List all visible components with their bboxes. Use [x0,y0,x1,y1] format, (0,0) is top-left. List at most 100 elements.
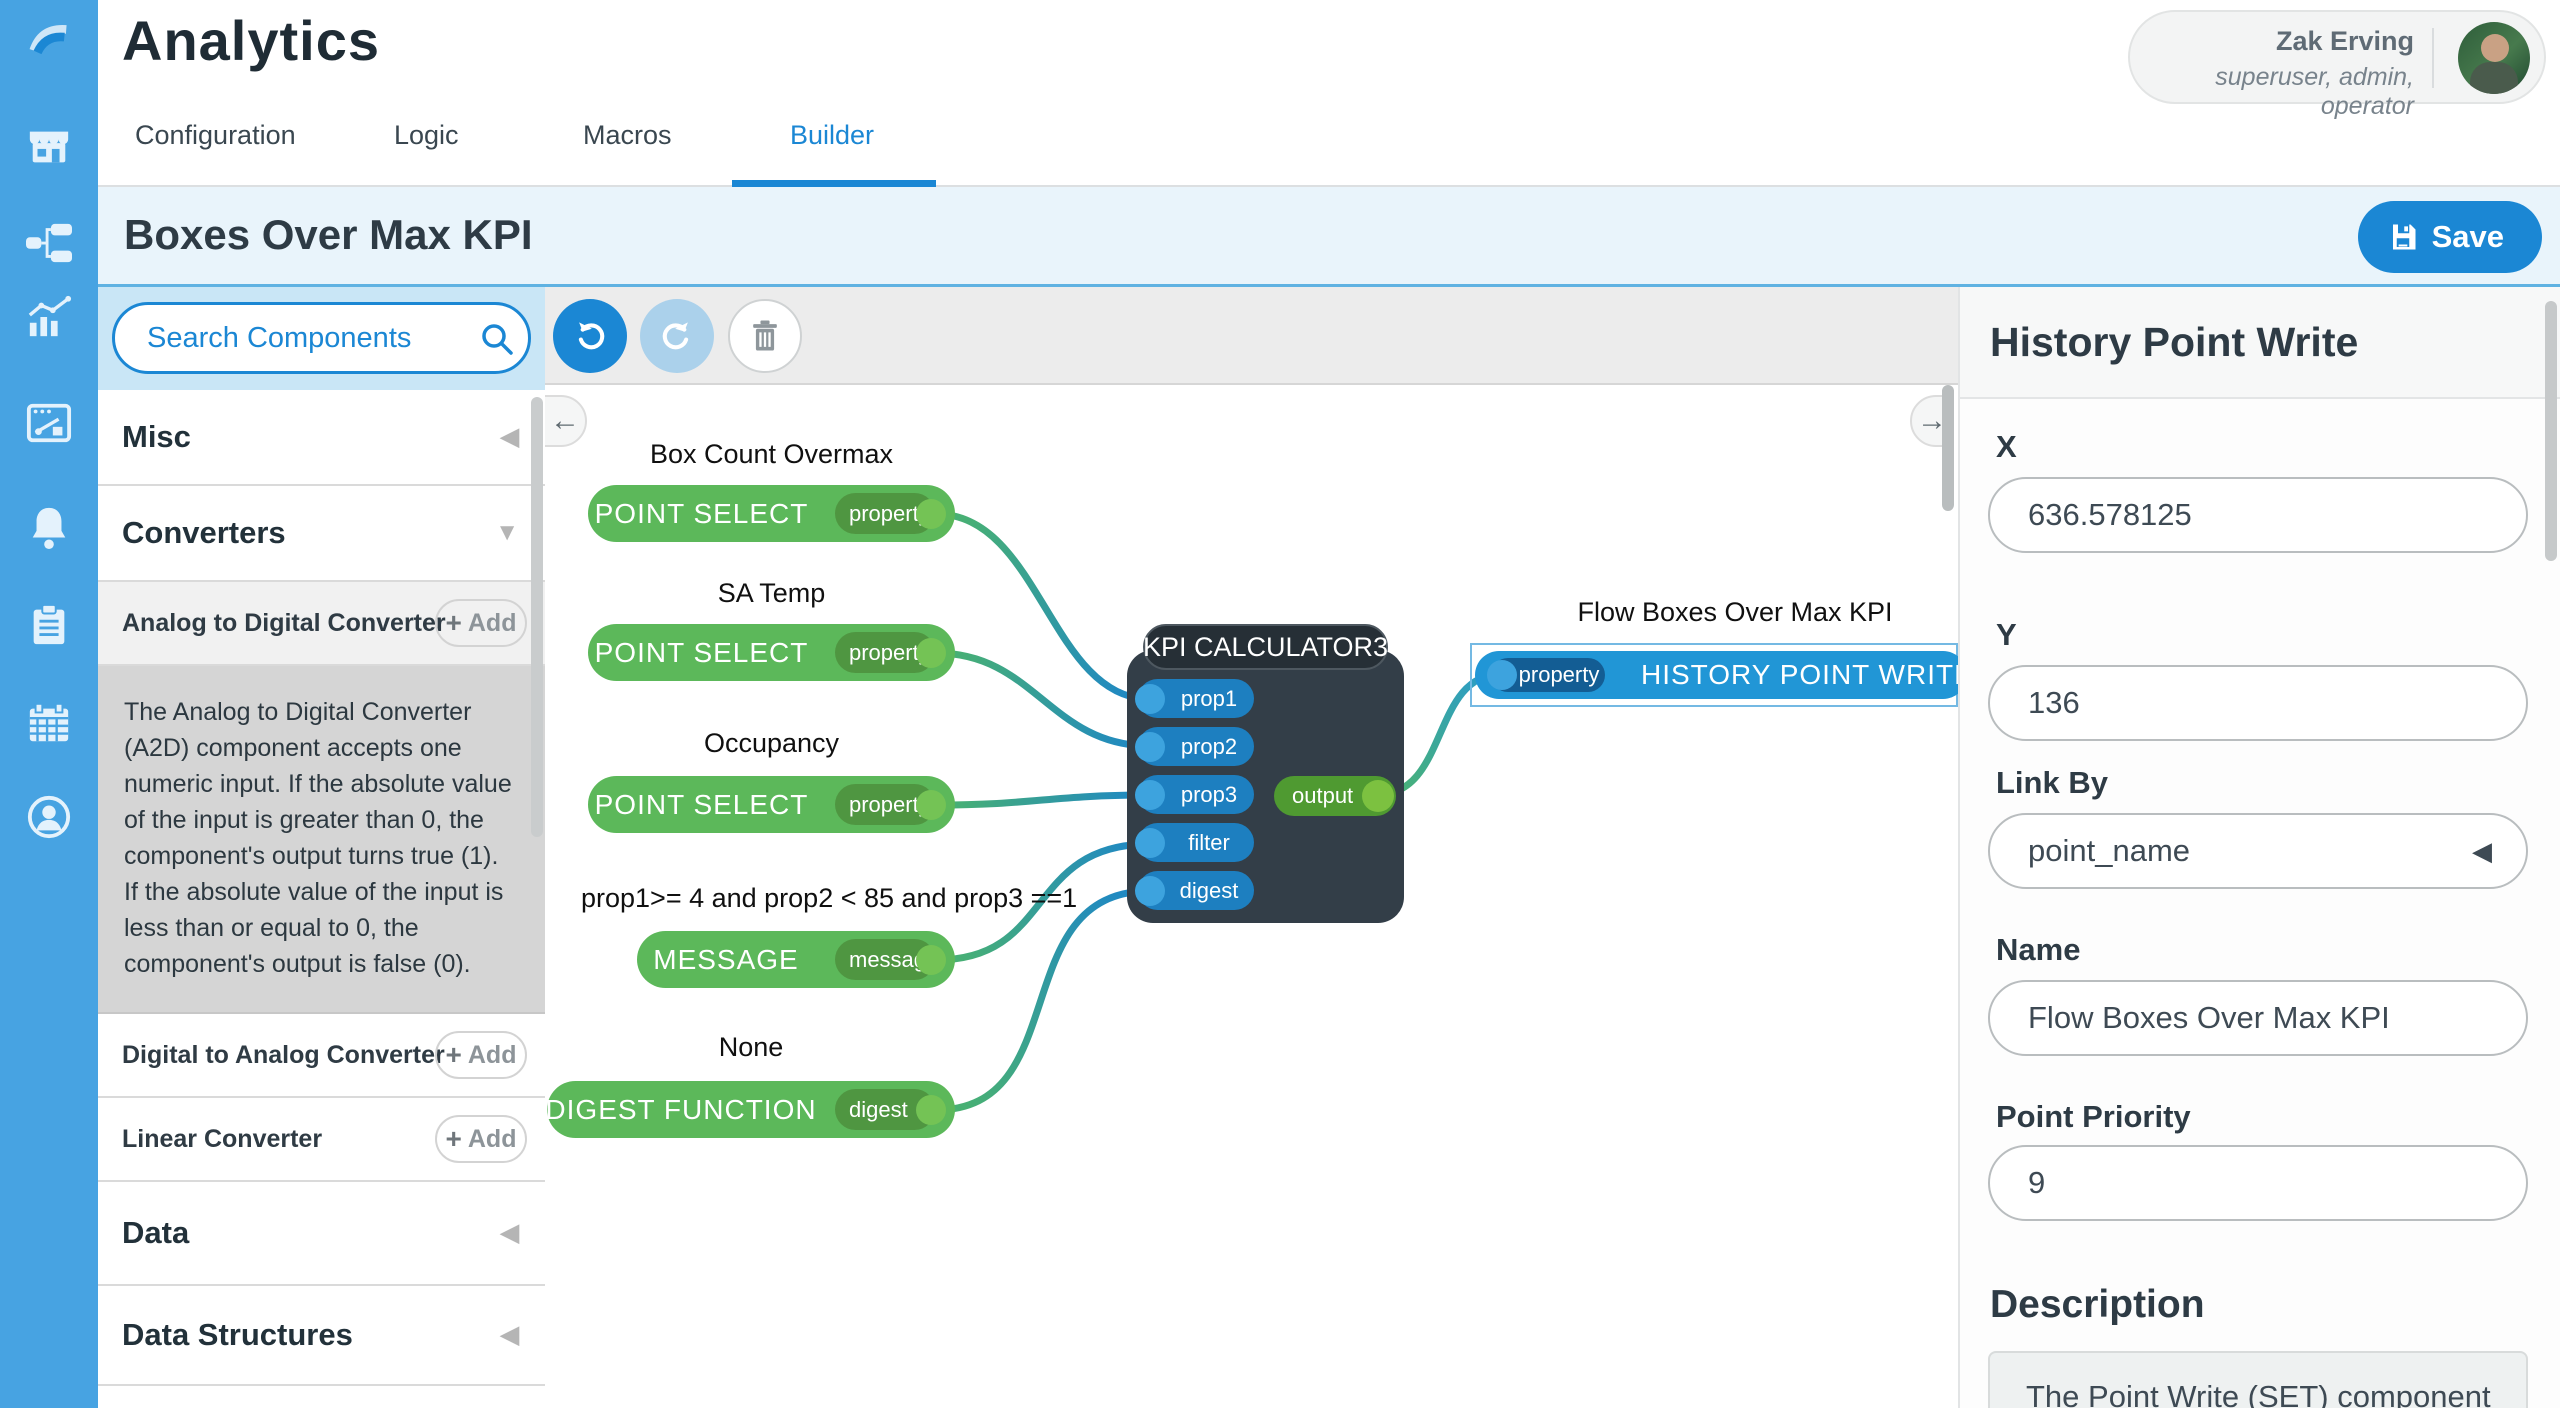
node-caption: Occupancy [703,728,840,758]
undo-button[interactable] [553,299,627,373]
page-title: Boxes Over Max KPI [124,211,533,258]
tab-configuration[interactable]: Configuration [135,120,296,150]
clipboard-icon[interactable] [24,600,74,650]
node-point-select-occupancy[interactable]: POINT SELECT property [588,776,955,833]
redo-button[interactable] [640,299,714,373]
tab-builder[interactable]: Builder [790,120,875,150]
y-field[interactable]: 136 [1988,665,2528,741]
logo-swoosh-icon[interactable] [24,14,74,64]
output-port-property[interactable]: property [835,493,946,534]
node-message[interactable]: MESSAGE message [637,931,955,988]
port-circle[interactable] [916,944,946,975]
output-port-property[interactable]: property [835,632,946,673]
add-button[interactable]: +Add [435,599,527,647]
node-point-select-box-count[interactable]: POINT SELECT property [588,485,955,542]
dropdown-arrow-icon: ◀ [2472,835,2492,866]
input-port-prop3[interactable]: prop3 [1135,775,1254,814]
link-by-select[interactable]: point_name◀ [1988,813,2528,889]
port-circle[interactable] [1135,875,1165,906]
page-title-bar: Boxes Over Max KPI Save [98,187,2560,287]
avatar[interactable] [2458,22,2530,94]
search-icon[interactable] [479,321,515,362]
port-circle[interactable] [1135,779,1165,810]
chart-icon[interactable] [24,292,74,342]
save-button[interactable]: Save [2357,201,2542,273]
port-circle[interactable] [916,498,946,529]
search-area [98,287,545,390]
user-menu[interactable]: Zak Erving superuser, admin, operator [2128,10,2546,120]
port-circle[interactable] [916,789,946,820]
divider [2432,28,2434,88]
node-caption: None [718,1032,784,1062]
chevron-collapsed-icon: ◀ [500,1321,519,1349]
undo-icon [578,322,605,350]
kpi-calculator-header[interactable]: KPI CALCULATOR3 [1143,624,1388,670]
tab-macros[interactable]: Macros [583,120,672,150]
inspector-panel: History Point Write X 636.578125 Y 136 L… [1958,287,2560,1408]
port-circle[interactable] [1135,683,1165,714]
output-port-message[interactable]: message [835,939,946,980]
node-history-point-write[interactable]: property HISTORY POINT WRITE (SET) [1475,651,1958,699]
inspector-title: History Point Write [1960,287,2560,399]
user-icon[interactable] [24,792,74,842]
name-field[interactable]: Flow Boxes Over Max KPI [1988,980,2528,1056]
section-data-structures[interactable]: Data Structures ◀ [98,1286,545,1386]
port-circle[interactable] [1362,780,1394,812]
input-port-prop2[interactable]: prop2 [1135,727,1254,766]
port-circle[interactable] [1487,660,1517,690]
storefront-icon[interactable] [24,122,74,172]
node-digest-function[interactable]: DIGEST FUNCTION digest [545,1081,955,1138]
port-circle[interactable] [1135,827,1165,858]
y-label: Y [1996,617,2017,652]
section-data[interactable]: Data ◀ [98,1182,545,1286]
top-header: Analytics Configuration Logic Macros Bui… [98,0,2560,187]
chevron-collapsed-icon: ◀ [500,423,519,451]
flow-nodes-icon[interactable] [24,218,74,268]
component-item-linear-converter[interactable]: Linear Converter +Add [98,1098,545,1182]
input-port-property[interactable]: property [1487,658,1605,692]
trash-icon [753,320,777,351]
component-panel: Misc ◀ Converters ▼ Analog to Digital Co… [98,287,545,1408]
bell-icon[interactable] [24,502,74,552]
inspector-scrollbar[interactable] [2545,301,2557,561]
section-converters[interactable]: Converters ▼ [98,486,545,582]
component-item-digital-to-analog[interactable]: Digital to Analog Converter +Add [98,1014,545,1098]
x-label: X [1996,429,2017,464]
input-port-prop1[interactable]: prop1 [1135,679,1254,718]
output-port-digest[interactable]: digest [835,1089,946,1130]
add-button[interactable]: +Add [435,1115,527,1163]
x-field[interactable]: 636.578125 [1988,477,2528,553]
port-circle[interactable] [1135,731,1165,762]
search-input[interactable] [112,302,531,374]
arrow-left-icon: ← [550,404,580,437]
component-panel-scrollbar[interactable] [531,397,543,837]
plus-icon: + [445,1039,462,1070]
node-caption: Box Count Overmax [649,439,894,469]
description-field[interactable]: The Point Write (SET) component writes [1988,1351,2528,1408]
section-date-time[interactable]: Date Time ◀ [98,1386,545,1408]
plus-icon: + [445,607,462,638]
port-circle[interactable] [916,637,946,668]
port-circle[interactable] [916,1094,946,1125]
delete-button[interactable] [728,299,802,373]
tab-logic[interactable]: Logic [394,120,459,150]
output-port-property[interactable]: property [835,784,946,825]
calendar-icon[interactable] [24,698,74,748]
component-description: The Analog to Digital Converter (A2D) co… [98,666,545,1014]
point-priority-field[interactable]: 9 [1988,1145,2528,1221]
node-caption: prop1>= 4 and prop2 < 85 and prop3 ==1 [581,883,1078,913]
output-port-output[interactable]: output [1274,776,1396,816]
save-icon [2392,224,2416,250]
node-point-select-sa-temp[interactable]: POINT SELECT property [588,624,955,681]
component-item-analog-to-digital[interactable]: Analog to Digital Converter +Add [98,582,545,666]
canvas-scrollbar[interactable] [1942,385,1954,511]
flow-canvas[interactable]: Box Count Overmax SA Temp Occupancy prop… [545,287,1958,1408]
collapse-left-panel-toggle[interactable]: ← [545,395,587,447]
input-port-digest[interactable]: digest [1135,871,1254,910]
save-label: Save [2431,219,2504,254]
section-misc[interactable]: Misc ◀ [98,390,545,486]
report-icon[interactable] [24,398,74,448]
add-button[interactable]: +Add [435,1031,527,1079]
active-tab-underline [732,180,936,187]
input-port-filter[interactable]: filter [1135,823,1254,862]
